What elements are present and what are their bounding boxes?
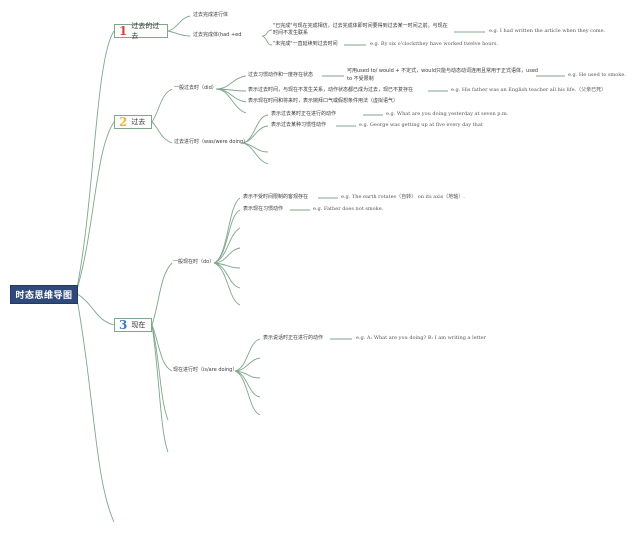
section-2-label: 过去 (131, 118, 146, 126)
example-used-to-smoke: e.g. He used to smoke. (568, 72, 626, 78)
example-earth-rotates: e.g. The earth rotates（自转） on its axis（地… (341, 194, 465, 200)
section-1-box: 1 过去的过去 (114, 22, 168, 40)
section-3-number: 3 (119, 318, 128, 332)
example-had-written: e.g. I had written the article when they… (489, 28, 606, 34)
node-present-habit: 表示现在习惯动作 (243, 206, 284, 212)
node-used-to-line1: 可用used to/ would + 不定式，would只能与动态动词连用且常用… (347, 68, 539, 74)
section-3-box: 3 现在 (114, 318, 152, 332)
node-present-continuous: 现在进行时（is/are doing） (173, 367, 238, 373)
example-what-are-you-doing: e.g. What are you doing yesterday at sev… (386, 111, 509, 117)
example-writing-letter: e.g. A: What are you doing? B: I am writ… (356, 335, 487, 341)
example-his-father: e.g. His father was an English teacher a… (451, 87, 607, 93)
example-by-six: e.g. By six o'clocktthey have worked twe… (370, 41, 499, 47)
node-past-habitual: 表示过去某种习惯性动作 (271, 122, 327, 128)
node-completed-line2: 时间不发生联系 (273, 30, 309, 36)
section-2-box: 2 过去 (114, 115, 152, 129)
node-past-continuous: 过去进行时（was/were doing） (174, 139, 249, 145)
node-subjunctive: 表示现在时间和将来时，表示婉拜口气或假想条件用法（虚拟语气） (248, 98, 399, 104)
section-3-label: 现在 (131, 321, 146, 329)
example-george: e.g. George was getting up at five every… (359, 122, 483, 128)
node-past-perfect: 过去完成体(had +ed (193, 32, 242, 38)
link-root-empty (75, 292, 115, 523)
node-objective-fact: 表示不受时间限制的客观存在 (243, 194, 309, 200)
node-past-habit: 过去习惯动作和一度存在状态 (248, 72, 314, 78)
root-title: 时态思维导图 (10, 285, 78, 304)
node-present-in-progress: 表示说话时正在进行的动作 (263, 335, 324, 341)
node-uncompleted: "未完成"一直延续到过去时间 (273, 41, 338, 47)
section-2-number: 2 (119, 115, 128, 129)
example-father-smoke: e.g. Father does not smoke. (313, 206, 384, 212)
section-1-label: 过去的过去 (131, 22, 160, 40)
section-1-number: 1 (119, 24, 128, 38)
node-simple-past: 一般过去时（did） (174, 85, 217, 91)
node-past-time: 表示过去时间，与现在不发生关系，动作状态都已成为过去，现已不复存在 (248, 87, 414, 93)
node-past-in-progress: 表示过去某时正在进行的动作 (271, 111, 337, 117)
link-root-sec2 (75, 121, 115, 294)
node-completed-line1: "已完成"与现在完成相仿，过去完成体即时间要得到过去某一时间之前。与现在 (273, 23, 448, 29)
node-past-perfect-continuous: 过去完成进行体 (193, 12, 229, 18)
node-simple-present: 一般现在时（do） (173, 259, 215, 265)
link-root-sec3 (75, 292, 115, 326)
link-root-sec1 (75, 30, 115, 294)
node-used-to-line2: to 不受限制 (347, 76, 374, 82)
